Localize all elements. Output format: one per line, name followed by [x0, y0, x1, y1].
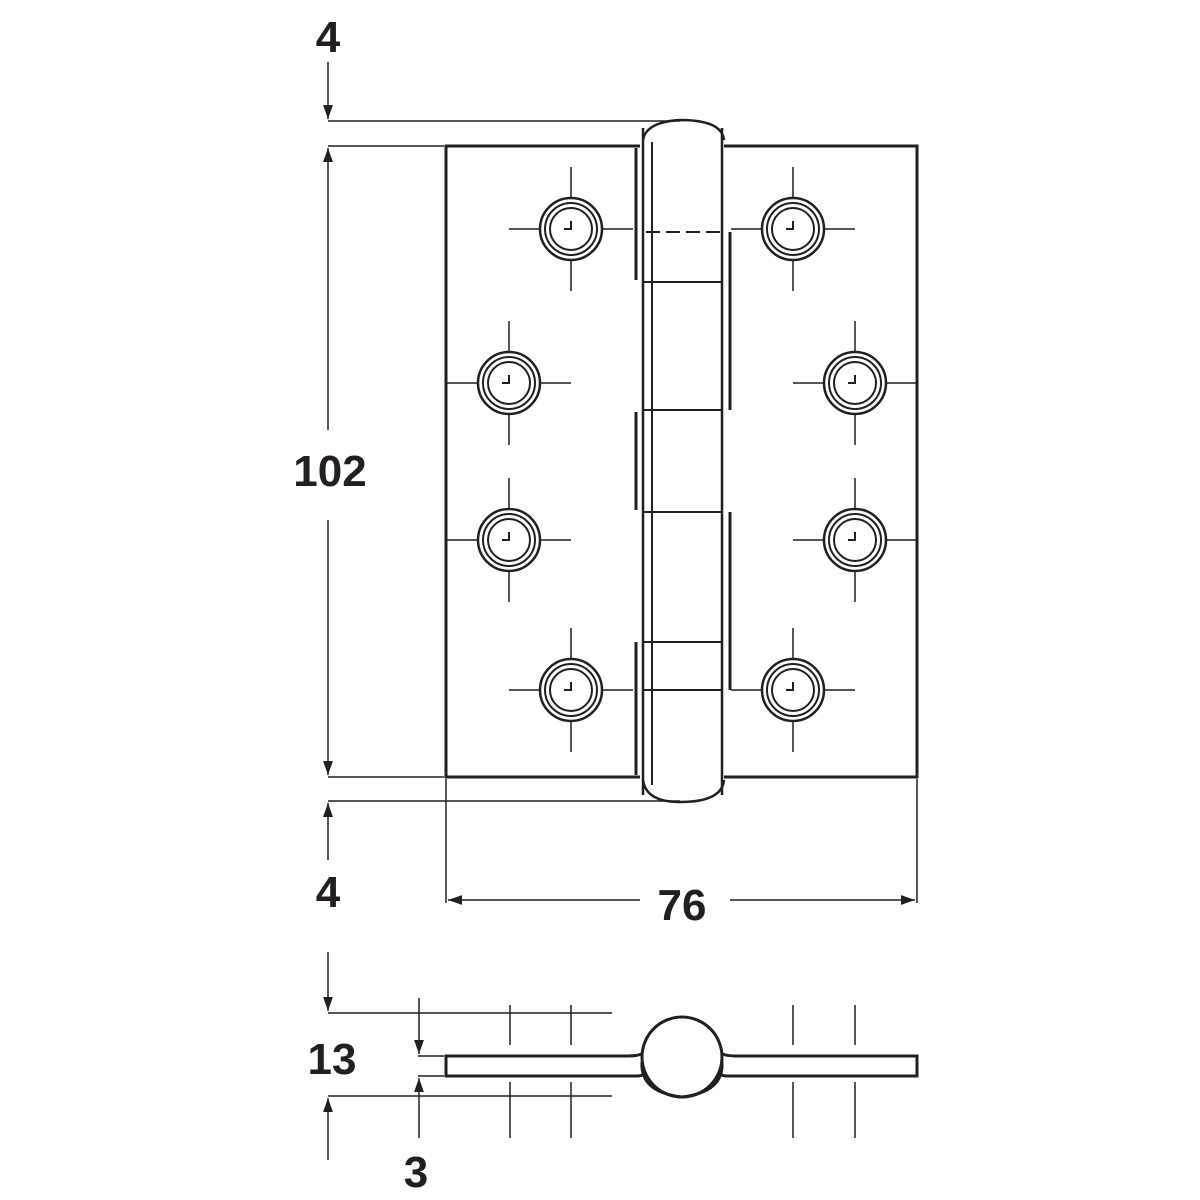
screw-holes — [447, 167, 917, 752]
side-dimension-lines — [323, 952, 612, 1160]
hinge-side-view — [444, 1005, 919, 1138]
screw-hole — [731, 628, 855, 752]
screw-hole — [447, 478, 571, 602]
overall-thickness-label: 13 — [308, 1035, 357, 1084]
dimension-lines — [323, 62, 918, 905]
screw-hole — [793, 478, 917, 602]
pin-bottom-dimension-label: 4 — [316, 868, 341, 917]
hinge-leaf-profile — [444, 1048, 647, 1078]
leaf-thickness-label: 3 — [404, 1148, 428, 1197]
hinge-knuckle-profile — [640, 1015, 724, 1099]
height-dimension-label: 102 — [293, 447, 366, 496]
pin-top-dimension-label: 4 — [316, 13, 341, 62]
screw-hole — [793, 321, 917, 445]
hinge-front-view — [444, 118, 919, 804]
hinge-leaves — [444, 144, 919, 779]
screw-hole — [731, 167, 855, 291]
hinge-barrel — [641, 118, 726, 804]
screw-hole — [509, 167, 633, 291]
screw-hole — [447, 321, 571, 445]
screw-hole — [509, 628, 633, 752]
width-dimension-label: 76 — [658, 881, 707, 930]
